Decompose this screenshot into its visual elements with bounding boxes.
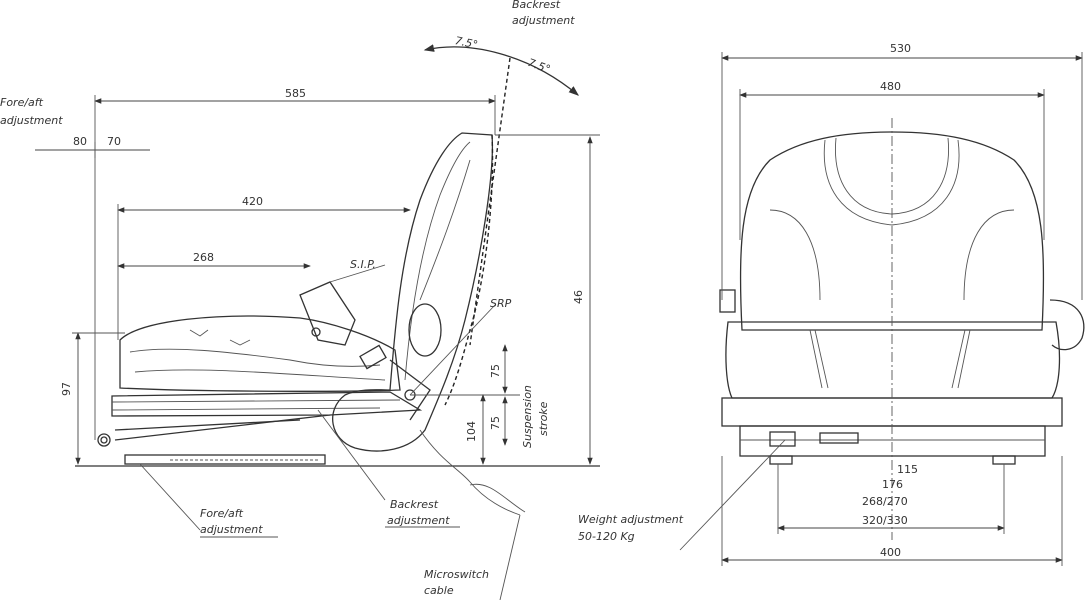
backrest-adjustment-bottom-label-line2: adjustment <box>387 514 450 527</box>
dim-46: 46 <box>572 290 585 304</box>
microswitch-cable-label-line1: Microswitch <box>424 568 489 581</box>
sip-label: S.I.P. <box>350 258 376 271</box>
dim-585: 585 <box>285 87 306 100</box>
backrest-adjustment-top-label-line2: adjustment <box>512 14 575 27</box>
front-view: 530 480 115 176 268/270 320/330 400 Weig… <box>578 42 1085 566</box>
dim-268: 268 <box>193 251 214 264</box>
dim-400: 400 <box>880 546 901 559</box>
dim-75-lower: 75 <box>489 416 502 430</box>
angle-forward-label: 7.5° <box>526 56 552 76</box>
dim-115: 115 <box>897 463 918 476</box>
side-view: 7.5° 7.5° Backrest adjustment 585 Fore/a… <box>0 0 600 600</box>
microswitch-cable-label-line2: cable <box>424 584 454 597</box>
dim-80: 80 <box>73 135 87 148</box>
dim-320-330: 320/330 <box>862 514 908 527</box>
dim-97: 97 <box>60 382 73 396</box>
fore-aft-bottom-label-line2: adjustment <box>200 523 263 536</box>
angle-back-label: 7.5° <box>454 34 479 51</box>
dim-530: 530 <box>890 42 911 55</box>
dim-480: 480 <box>880 80 901 93</box>
backrest-adjustment-bottom-label-line1: Backrest <box>390 498 439 511</box>
dim-268-270: 268/270 <box>862 495 908 508</box>
backrest-adjustment-top-label-line1: Backrest <box>512 0 561 11</box>
srp-label: SRP <box>490 297 512 310</box>
dim-420: 420 <box>242 195 263 208</box>
dim-70: 70 <box>107 135 121 148</box>
dim-75-upper: 75 <box>489 364 502 378</box>
suspension-stroke-label-line1: Suspension <box>521 385 534 448</box>
dim-176: 176 <box>882 478 903 491</box>
suspension-stroke-label-line2: stroke <box>537 401 550 436</box>
fore-aft-left-label-line1: Fore/aft <box>0 96 44 109</box>
weight-adjustment-label-line1: Weight adjustment <box>578 513 684 526</box>
weight-adjustment-label-line2: 50-120 Kg <box>578 530 635 543</box>
fore-aft-left-label-line2: adjustment <box>0 114 63 127</box>
dim-104: 104 <box>465 421 478 442</box>
fore-aft-bottom-label-line1: Fore/aft <box>200 507 244 520</box>
